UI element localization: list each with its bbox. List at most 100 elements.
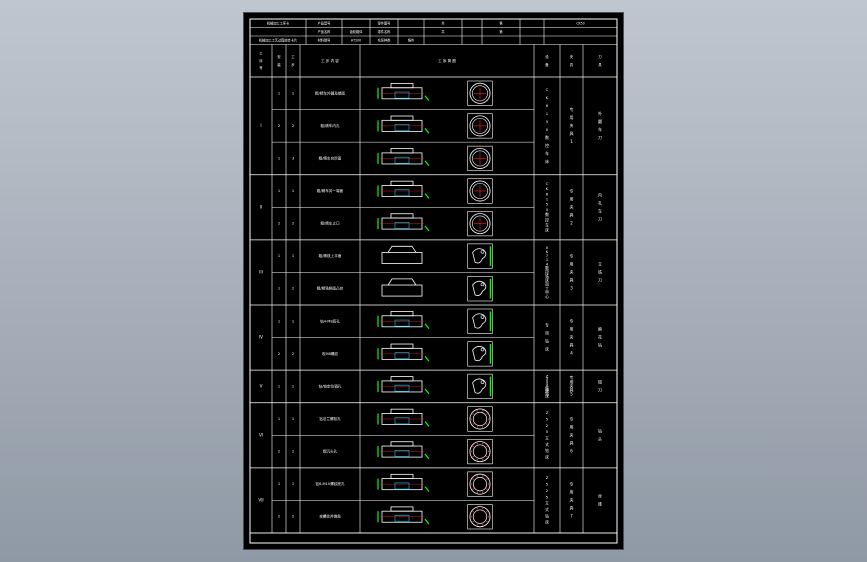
part-inner-circle (472, 85, 488, 102)
fixture-text: 具 (570, 276, 574, 282)
fixture-text: 专 (570, 187, 574, 193)
column-header-text: 号 (259, 65, 263, 70)
bolt-hole (476, 524, 479, 526)
part-boss (390, 343, 414, 349)
column-header-text: 夹 (570, 54, 574, 59)
process-sketch (467, 113, 493, 139)
process-sketch (467, 504, 493, 530)
column-header-row: 工序号安装工步工 步 内 容工 序 简 图设备夹具刀具 (250, 44, 617, 533)
equipment-text: 臂 (545, 388, 549, 393)
equipment-text: 5 (546, 416, 549, 421)
process-sketch (467, 80, 493, 106)
bolt-hole (481, 426, 484, 428)
bolt-hole (481, 524, 484, 526)
equipment-text: 专 (545, 323, 549, 328)
part-boss (390, 213, 414, 219)
part-inner-circle (472, 183, 488, 199)
tool-text: 花 (598, 334, 602, 340)
equipment-text: 钻 (545, 339, 549, 344)
step-content: 钻/铰定位销孔 (319, 383, 342, 388)
fixture-text: 用 (570, 424, 574, 429)
equipment-text: 床 (545, 393, 549, 398)
view-frame (467, 145, 493, 172)
process-number: III (259, 269, 263, 274)
step-number: 1 (292, 91, 294, 95)
part-bore (394, 482, 410, 490)
fixture-text: 专 (570, 374, 574, 380)
bolt-hole (476, 491, 479, 493)
equipment-text: 车 (545, 222, 549, 227)
part-inner-circle (472, 411, 488, 427)
view-frame (467, 373, 493, 400)
title-block-text: 共 (441, 20, 445, 25)
tool-text: 孔 (598, 199, 602, 205)
tool-text: 圆 (598, 119, 602, 124)
process-number: V (260, 383, 263, 388)
title-block-text: HT200 (351, 38, 361, 42)
column-header-text: 具 (570, 62, 574, 67)
install-number: 1 (278, 319, 280, 323)
equipment-text: 控 (545, 269, 549, 274)
fixture-text: 用 (570, 115, 574, 120)
process-sketch (467, 178, 493, 204)
install-number: 2 (278, 124, 280, 128)
equipment-text: 床 (545, 159, 549, 164)
step-number: 1 (292, 384, 294, 388)
equipment-text: 床 (545, 455, 549, 460)
step-number: 1 (292, 254, 294, 258)
equipment-text: 车 (545, 151, 549, 156)
bolt-hole (486, 423, 488, 425)
equipment-text: 式 (545, 442, 549, 447)
title-block-text: 共 (441, 29, 445, 34)
fixture-text: 用 (570, 379, 574, 384)
part-boss (390, 408, 414, 414)
equipment-text: 0 (546, 127, 549, 132)
process-sketch (377, 408, 430, 427)
step-number: 2 (292, 352, 294, 356)
bolt-hole (476, 410, 479, 412)
equipment-text: 床 (545, 347, 549, 352)
bolt-hole (472, 488, 474, 490)
bolt-hole (481, 475, 484, 477)
process-sketch (377, 83, 430, 102)
process-sketch (467, 308, 493, 334)
column-header-text: 装 (277, 62, 281, 67)
title-block-text: 材料牌号 (318, 37, 331, 42)
part-outer-circle (469, 115, 491, 137)
tool-text: 钻 (598, 427, 602, 433)
bolt-hole (470, 418, 473, 420)
equipment-text: 1 (546, 111, 549, 116)
equipment-text: 1 (546, 196, 549, 201)
install-number: 1 (278, 482, 280, 486)
equipment-text: 控 (545, 143, 549, 148)
tool-text: 锪 (598, 378, 602, 384)
process-sketch (467, 406, 493, 432)
equipment-text: 5 (546, 119, 549, 124)
part-boss (390, 83, 414, 89)
bolt-hole (476, 475, 479, 477)
equipment-text: 5 (546, 482, 549, 487)
fixture-text: 具 (570, 211, 574, 217)
equipment-text: Z (546, 374, 549, 379)
column-header-text: 工 序 简 图 (438, 58, 456, 63)
part-boss (390, 180, 414, 186)
view-frame (467, 504, 493, 530)
equipment-text: 床 (545, 228, 549, 233)
equipment-text: 0 (546, 207, 549, 212)
step-number: 1 (292, 482, 294, 486)
process-sketch (377, 311, 430, 330)
bolt-hole (486, 488, 488, 490)
tool-text: 刀 (598, 135, 602, 140)
column-header-text: 刀 (598, 55, 602, 59)
install-number: 1 (278, 189, 280, 193)
equipment-text: 式 (545, 507, 549, 512)
fixture-text: 4 (570, 351, 573, 356)
part-profile (472, 280, 487, 296)
bolt-hole (472, 445, 474, 448)
bolt-hole (481, 491, 484, 493)
step-number: 2 (292, 222, 294, 226)
process-sketch (467, 373, 493, 400)
fixture-text: 夹 (570, 431, 574, 437)
